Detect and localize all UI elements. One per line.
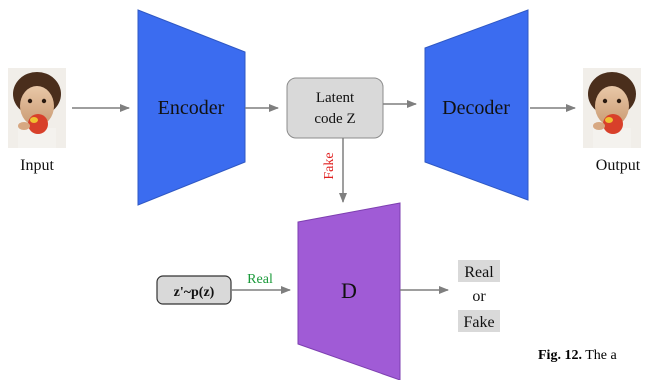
decoder-block	[424, 9, 529, 201]
figure-caption: Fig. 12. The a	[538, 348, 617, 364]
encoder-block	[137, 9, 246, 206]
real-edge-label: Real	[247, 272, 273, 287]
latent-label-line1: Latent	[316, 90, 355, 106]
input-label: Input	[20, 157, 54, 174]
figure-caption-text: The a	[581, 348, 617, 363]
result-fake-bg	[458, 310, 500, 332]
discriminator-block	[297, 202, 401, 380]
fake-edge-label: Fake	[322, 152, 337, 179]
result-real: Real	[464, 264, 494, 281]
result-fake: Fake	[463, 314, 494, 331]
output-photo	[583, 68, 641, 148]
result-real-bg	[458, 260, 500, 282]
prior-sample-label: z'~p(z)	[174, 285, 215, 300]
decoder-label: Decoder	[442, 97, 510, 119]
latent-code-box	[286, 77, 384, 139]
encoder-label: Encoder	[158, 97, 225, 119]
result-or: or	[472, 288, 486, 305]
figure-number: Fig. 12.	[538, 348, 582, 363]
latent-label-line2: code Z	[314, 111, 355, 127]
discriminator-label: D	[341, 278, 357, 303]
input-photo	[8, 68, 66, 148]
output-label: Output	[596, 157, 641, 174]
